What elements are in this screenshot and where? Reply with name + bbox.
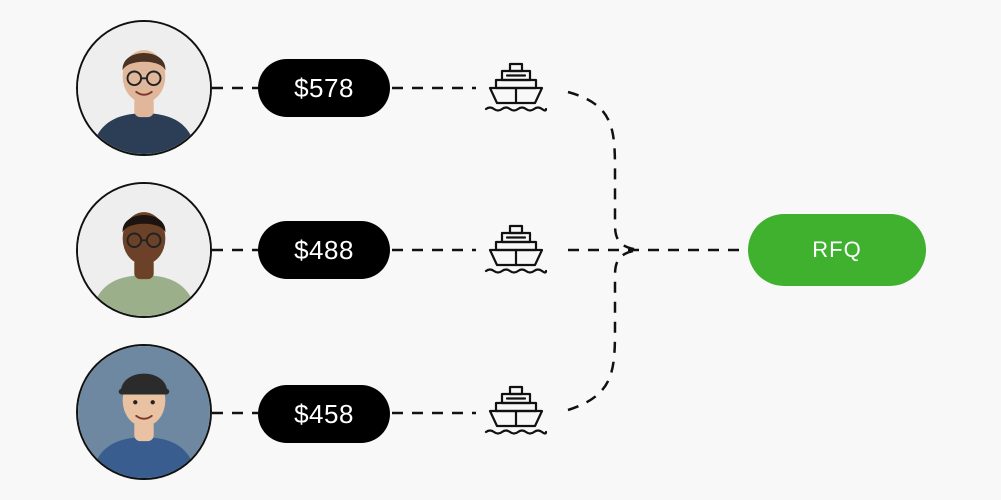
ship-icon — [483, 60, 549, 116]
price-label-2: $488 — [294, 234, 354, 265]
avatar-2 — [76, 182, 212, 318]
ship-icon — [483, 222, 549, 278]
price-label-1: $578 — [294, 72, 354, 103]
rfq-label: RFQ — [812, 237, 862, 262]
ship-icon — [483, 383, 549, 439]
avatar-1 — [76, 20, 212, 156]
connector-ship-merge-1 — [567, 90, 641, 252]
price-pill-1: $578 — [258, 59, 390, 117]
price-label-3: $458 — [294, 398, 354, 429]
rfq-target: RFQ — [748, 214, 926, 286]
price-pill-2: $488 — [258, 221, 390, 279]
price-pill-3: $458 — [258, 385, 390, 443]
connector-ship-merge-3 — [567, 248, 641, 412]
avatar-3 — [76, 344, 212, 480]
